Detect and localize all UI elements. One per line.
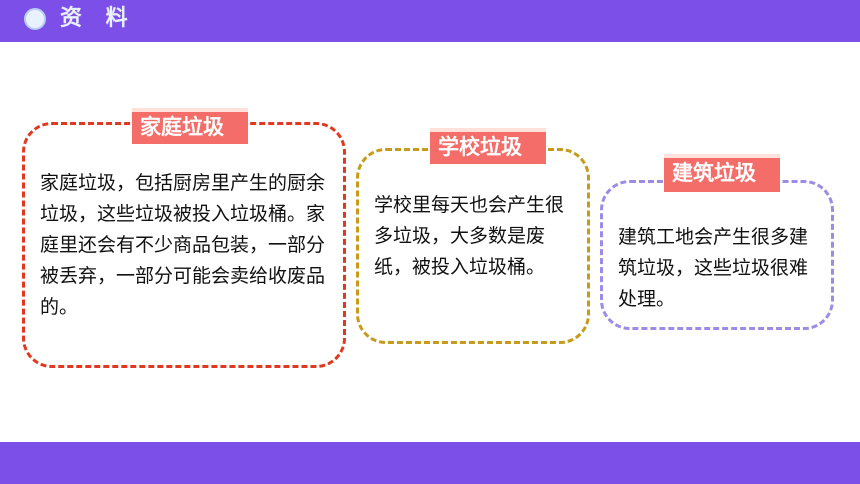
header-bar: 资 料	[0, 0, 860, 42]
tag-construction-waste: 建筑垃圾	[664, 154, 780, 192]
section-title: 资 料	[60, 6, 136, 31]
card-construction-waste-text: 建筑工地会产生很多建筑垃圾，这些垃圾很难处理。	[618, 226, 809, 310]
tag-school-waste: 学校垃圾	[430, 128, 546, 164]
card-household-waste-text: 家庭垃圾，包括厨房里产生的厨余垃圾，这些垃圾被投入垃圾桶。家庭里还会有不少商品包…	[40, 172, 326, 318]
card-school-waste-text: 学校里每天也会产生很多垃圾，大多数是废纸，被投入垃圾桶。	[374, 194, 565, 278]
card-school-waste	[356, 148, 590, 344]
bullet-circle-icon	[24, 8, 46, 30]
card-construction-waste	[600, 180, 834, 330]
tag-household-waste: 家庭垃圾	[132, 108, 248, 144]
footer-bar	[0, 442, 860, 484]
